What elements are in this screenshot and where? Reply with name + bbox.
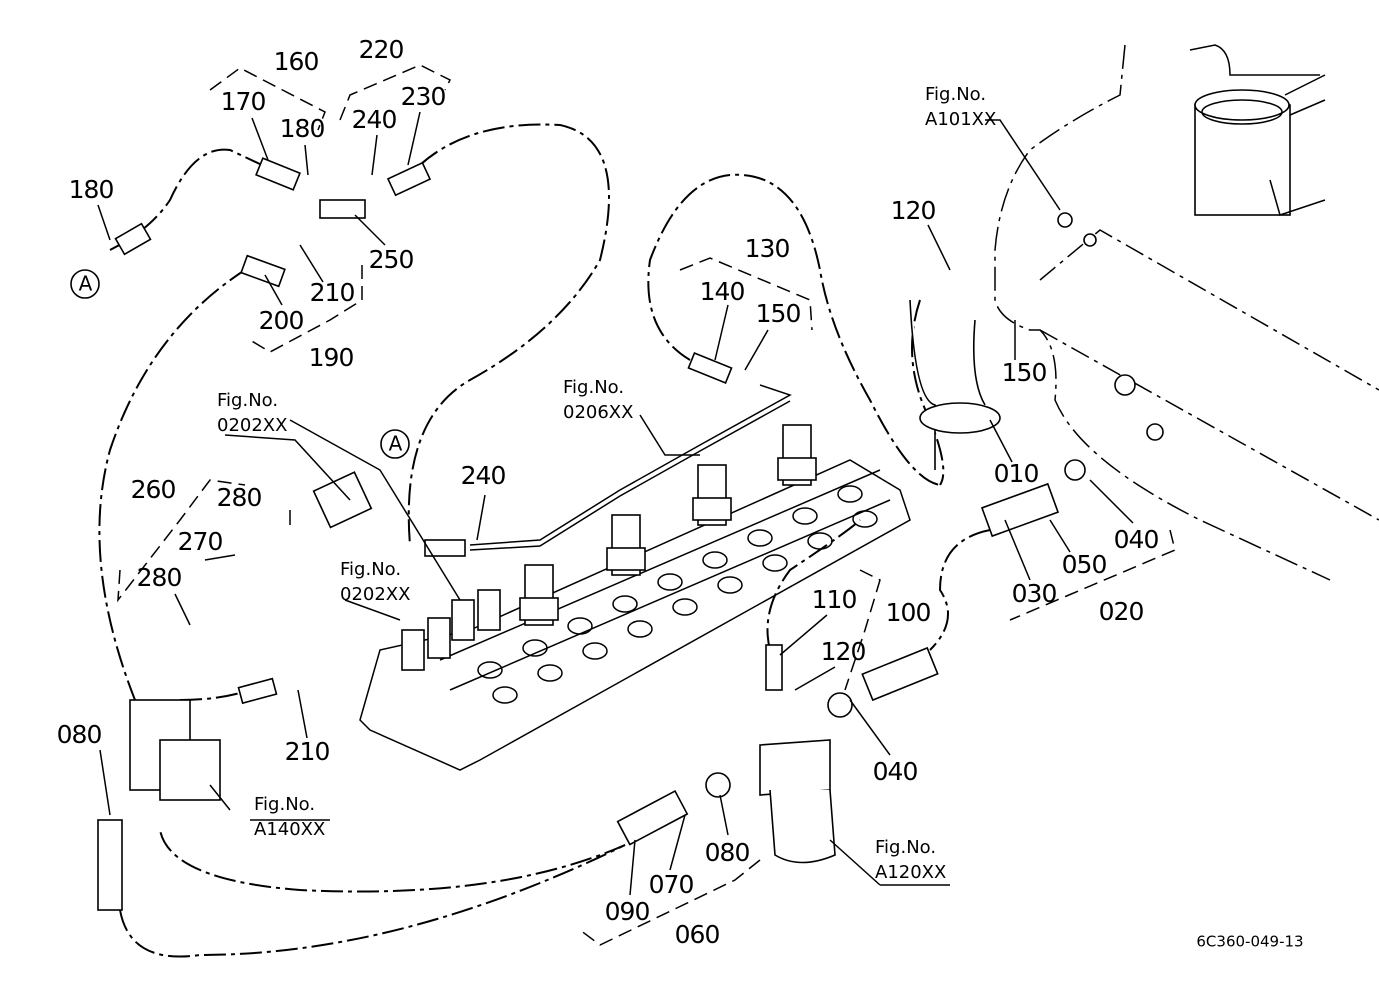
- part-label: 240: [461, 461, 506, 490]
- part-label: 120: [891, 196, 936, 225]
- head-hole: [702, 551, 728, 569]
- figure-references: Fig.No. A101XX Fig.No. 0206XX Fig.No. 02…: [217, 84, 996, 883]
- part-label: 070: [649, 870, 694, 899]
- part-label: 040: [1114, 525, 1159, 554]
- part-label: 150: [1002, 358, 1047, 387]
- part-labels: 160 220 170 180 240 230 180 250 210 200 …: [57, 35, 1160, 949]
- part-label: 240: [352, 105, 397, 134]
- head-hole: [717, 576, 743, 594]
- fig-ref-0202-upper: Fig.No. 0202XX: [217, 390, 287, 436]
- fig-number: 0206XX: [563, 402, 633, 423]
- part-label: 210: [285, 737, 330, 766]
- connector-label: A: [79, 272, 93, 296]
- fig-prefix: Fig.No.: [563, 377, 624, 398]
- hose-parts: [97, 157, 1086, 911]
- fig-number: 0202XX: [340, 584, 410, 605]
- part-label: 200: [259, 306, 304, 335]
- head-hole: [477, 661, 503, 679]
- part-label: 230: [401, 82, 446, 111]
- fig-ref-0202-lower: Fig.No. 0202XX: [340, 559, 410, 605]
- part-label: 170: [221, 87, 266, 116]
- head-hole: [807, 532, 833, 550]
- head-hole: [492, 686, 518, 704]
- head-hole: [762, 554, 788, 572]
- fuel-tank: [994, 44, 1379, 581]
- cylinder-head: [359, 459, 911, 771]
- part-label: 180: [69, 175, 114, 204]
- fig-number: 0202XX: [217, 415, 287, 436]
- head-hole: [537, 664, 563, 682]
- connector-label: A: [389, 432, 403, 456]
- part-label: 180: [280, 114, 325, 143]
- part-label: 120: [821, 637, 866, 666]
- head-hole: [567, 617, 593, 635]
- part-label: 150: [756, 299, 801, 328]
- part-label: 040: [873, 757, 918, 786]
- part-label: 080: [57, 720, 102, 749]
- fuel-hoses: [98, 123, 991, 958]
- head-hole: [672, 598, 698, 616]
- fig-ref-a120: Fig.No. A120XX: [875, 837, 946, 883]
- connector-A-1: A: [70, 269, 100, 299]
- fig-number: A120XX: [875, 862, 946, 883]
- fig-prefix: Fig.No.: [925, 84, 986, 105]
- part-label: 280: [217, 483, 262, 512]
- part-label: 090: [605, 897, 650, 926]
- part-label: 140: [700, 277, 745, 306]
- connector-A-2: A: [380, 429, 410, 459]
- part-label: 060: [675, 920, 720, 949]
- part-label: 280: [137, 563, 182, 592]
- head-hole: [747, 529, 773, 547]
- head-hole: [627, 620, 653, 638]
- fig-number: A140XX: [254, 819, 325, 840]
- part-label: 160: [274, 47, 319, 76]
- injection-nozzles: [469, 384, 817, 626]
- part-label: 270: [178, 527, 223, 556]
- head-hole: [792, 507, 818, 525]
- part-label: 050: [1062, 550, 1107, 579]
- fig-prefix: Fig.No.: [254, 794, 315, 815]
- group-brackets: [117, 64, 1176, 946]
- head-hole: [852, 510, 878, 528]
- fig-prefix: Fig.No.: [340, 559, 401, 580]
- head-hole: [837, 485, 863, 503]
- fig-ref-0206: Fig.No. 0206XX: [563, 377, 633, 423]
- part-label: 110: [812, 585, 857, 614]
- drawing-code: 6C360-049-13: [1196, 933, 1303, 951]
- part-label: 020: [1099, 597, 1144, 626]
- fig-ref-a140: Fig.No. A140XX: [254, 794, 325, 840]
- part-label: 260: [131, 475, 176, 504]
- fig-prefix: Fig.No.: [875, 837, 936, 858]
- part-label: 220: [359, 35, 404, 64]
- head-hole: [612, 595, 638, 613]
- head-hole: [522, 639, 548, 657]
- part-label: 030: [1012, 579, 1057, 608]
- part-label: 250: [369, 245, 414, 274]
- part-label: 100: [886, 598, 931, 627]
- part-label: 010: [994, 459, 1039, 488]
- fig-prefix: Fig.No.: [217, 390, 278, 411]
- part-label: 190: [309, 343, 354, 372]
- part-label: 130: [745, 234, 790, 263]
- head-hole: [582, 642, 608, 660]
- leader-lines: [97, 111, 1134, 896]
- head-hole: [657, 573, 683, 591]
- fig-ref-a101: Fig.No. A101XX: [925, 84, 996, 130]
- part-label: 080: [705, 838, 750, 867]
- part-label: 210: [310, 278, 355, 307]
- fig-number: A101XX: [925, 109, 996, 130]
